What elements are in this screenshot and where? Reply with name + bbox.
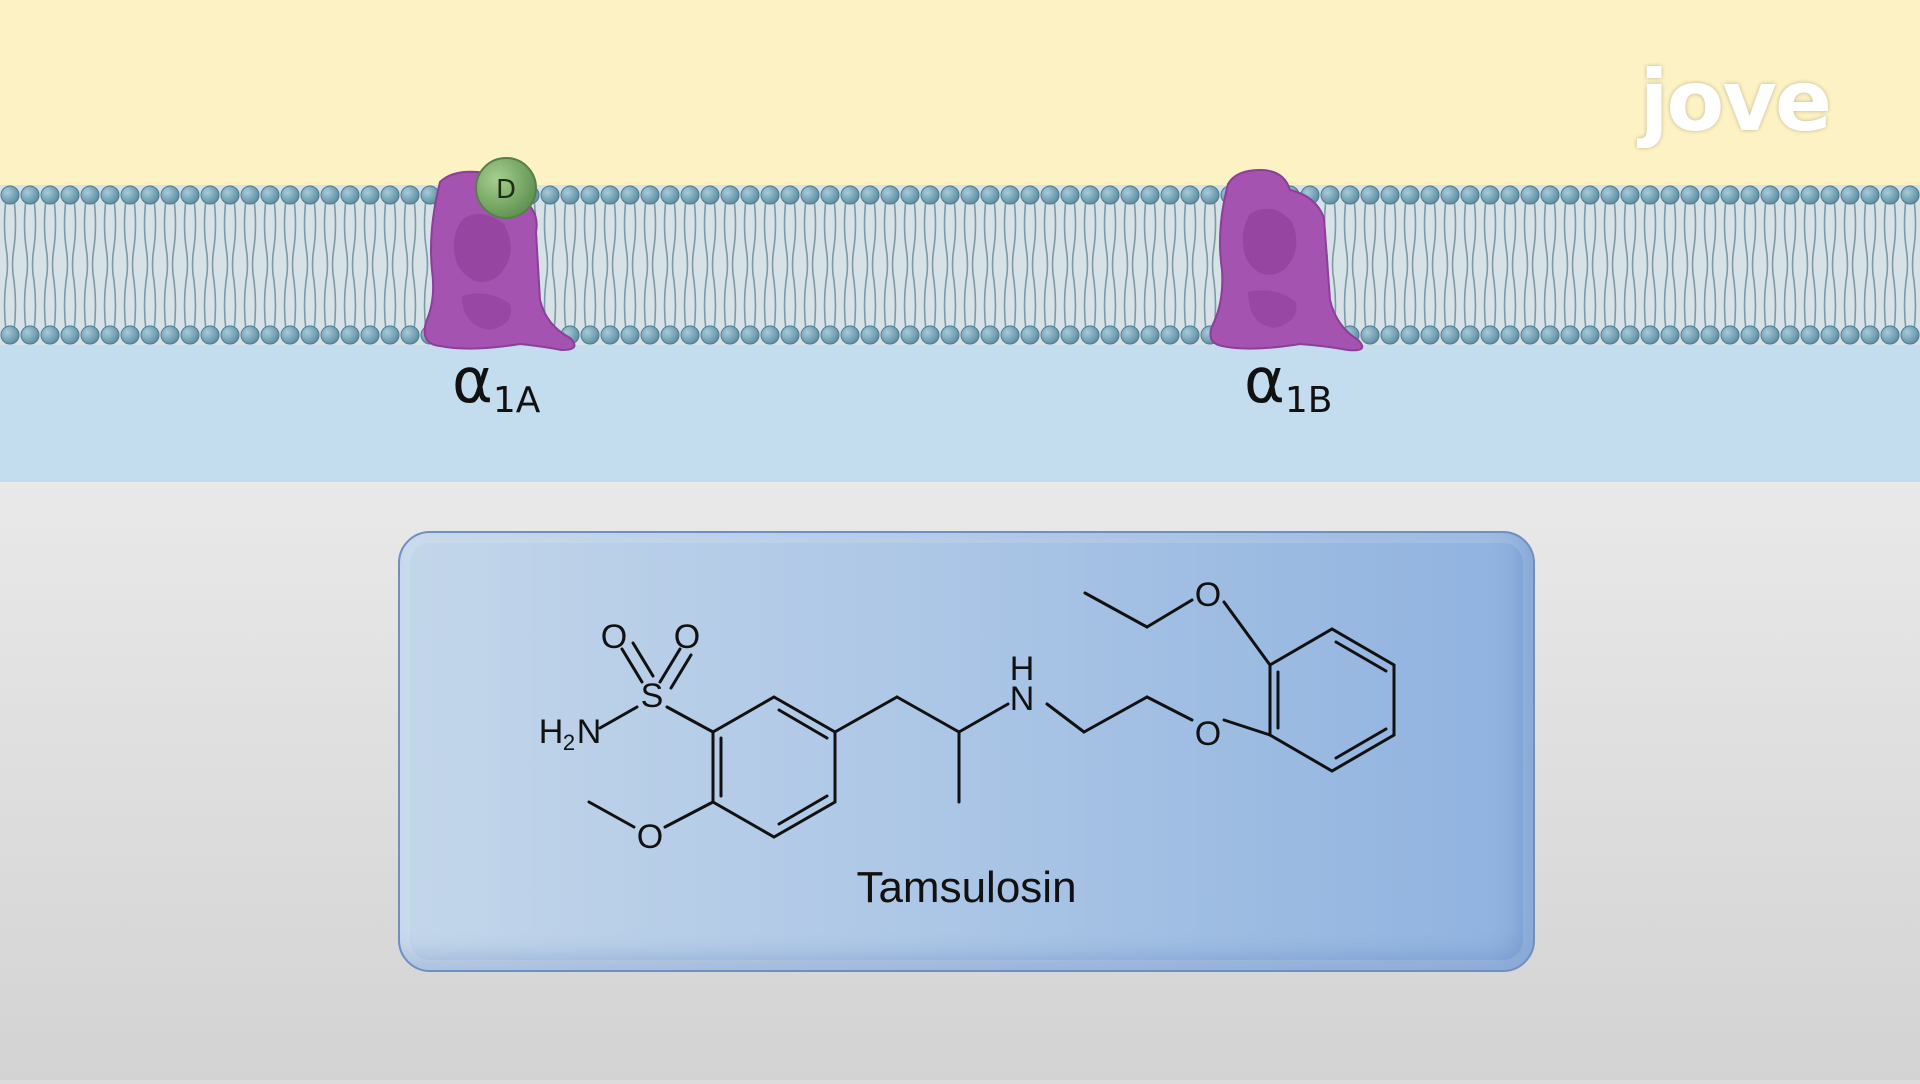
receptor-subtype: 1B — [1284, 380, 1333, 421]
lipid-bilayer — [0, 185, 1920, 345]
atom-oxygen: O — [1195, 715, 1221, 753]
atom-oxygen: O — [1195, 576, 1221, 614]
atom-nitrogen: N — [1010, 680, 1035, 718]
atom-amine-n: N — [577, 713, 602, 751]
intracellular-space — [0, 320, 1920, 482]
extracellular-space — [0, 0, 1920, 200]
drug-label: D — [496, 175, 516, 205]
jove-logo: jove — [1639, 52, 1832, 150]
receptor-subtype: 1A — [492, 380, 541, 421]
compound-name: Tamsulosin — [856, 863, 1077, 912]
chemical-structure: S O O H 2 N O H N O O — [539, 576, 1396, 856]
atom-oxygen: O — [637, 818, 663, 856]
receptor-label-alpha-1b: α1B — [1244, 350, 1332, 419]
atom-hydrogen: H — [1010, 650, 1035, 688]
atom-oxygen: O — [674, 618, 700, 656]
atom-sulfur: S — [641, 677, 664, 715]
receptor-symbol: α — [1244, 344, 1285, 417]
atom-oxygen: O — [601, 618, 627, 656]
structure-panel: S O O H 2 N O H N O O Tamsulosin — [398, 531, 1535, 972]
atom-amine-h: H — [539, 713, 564, 751]
drug-molecule — [475, 157, 537, 219]
atom-amine-subscript: 2 — [563, 730, 575, 755]
receptor-symbol: α — [452, 344, 493, 417]
receptor-label-alpha-1a: α1A — [452, 350, 540, 419]
